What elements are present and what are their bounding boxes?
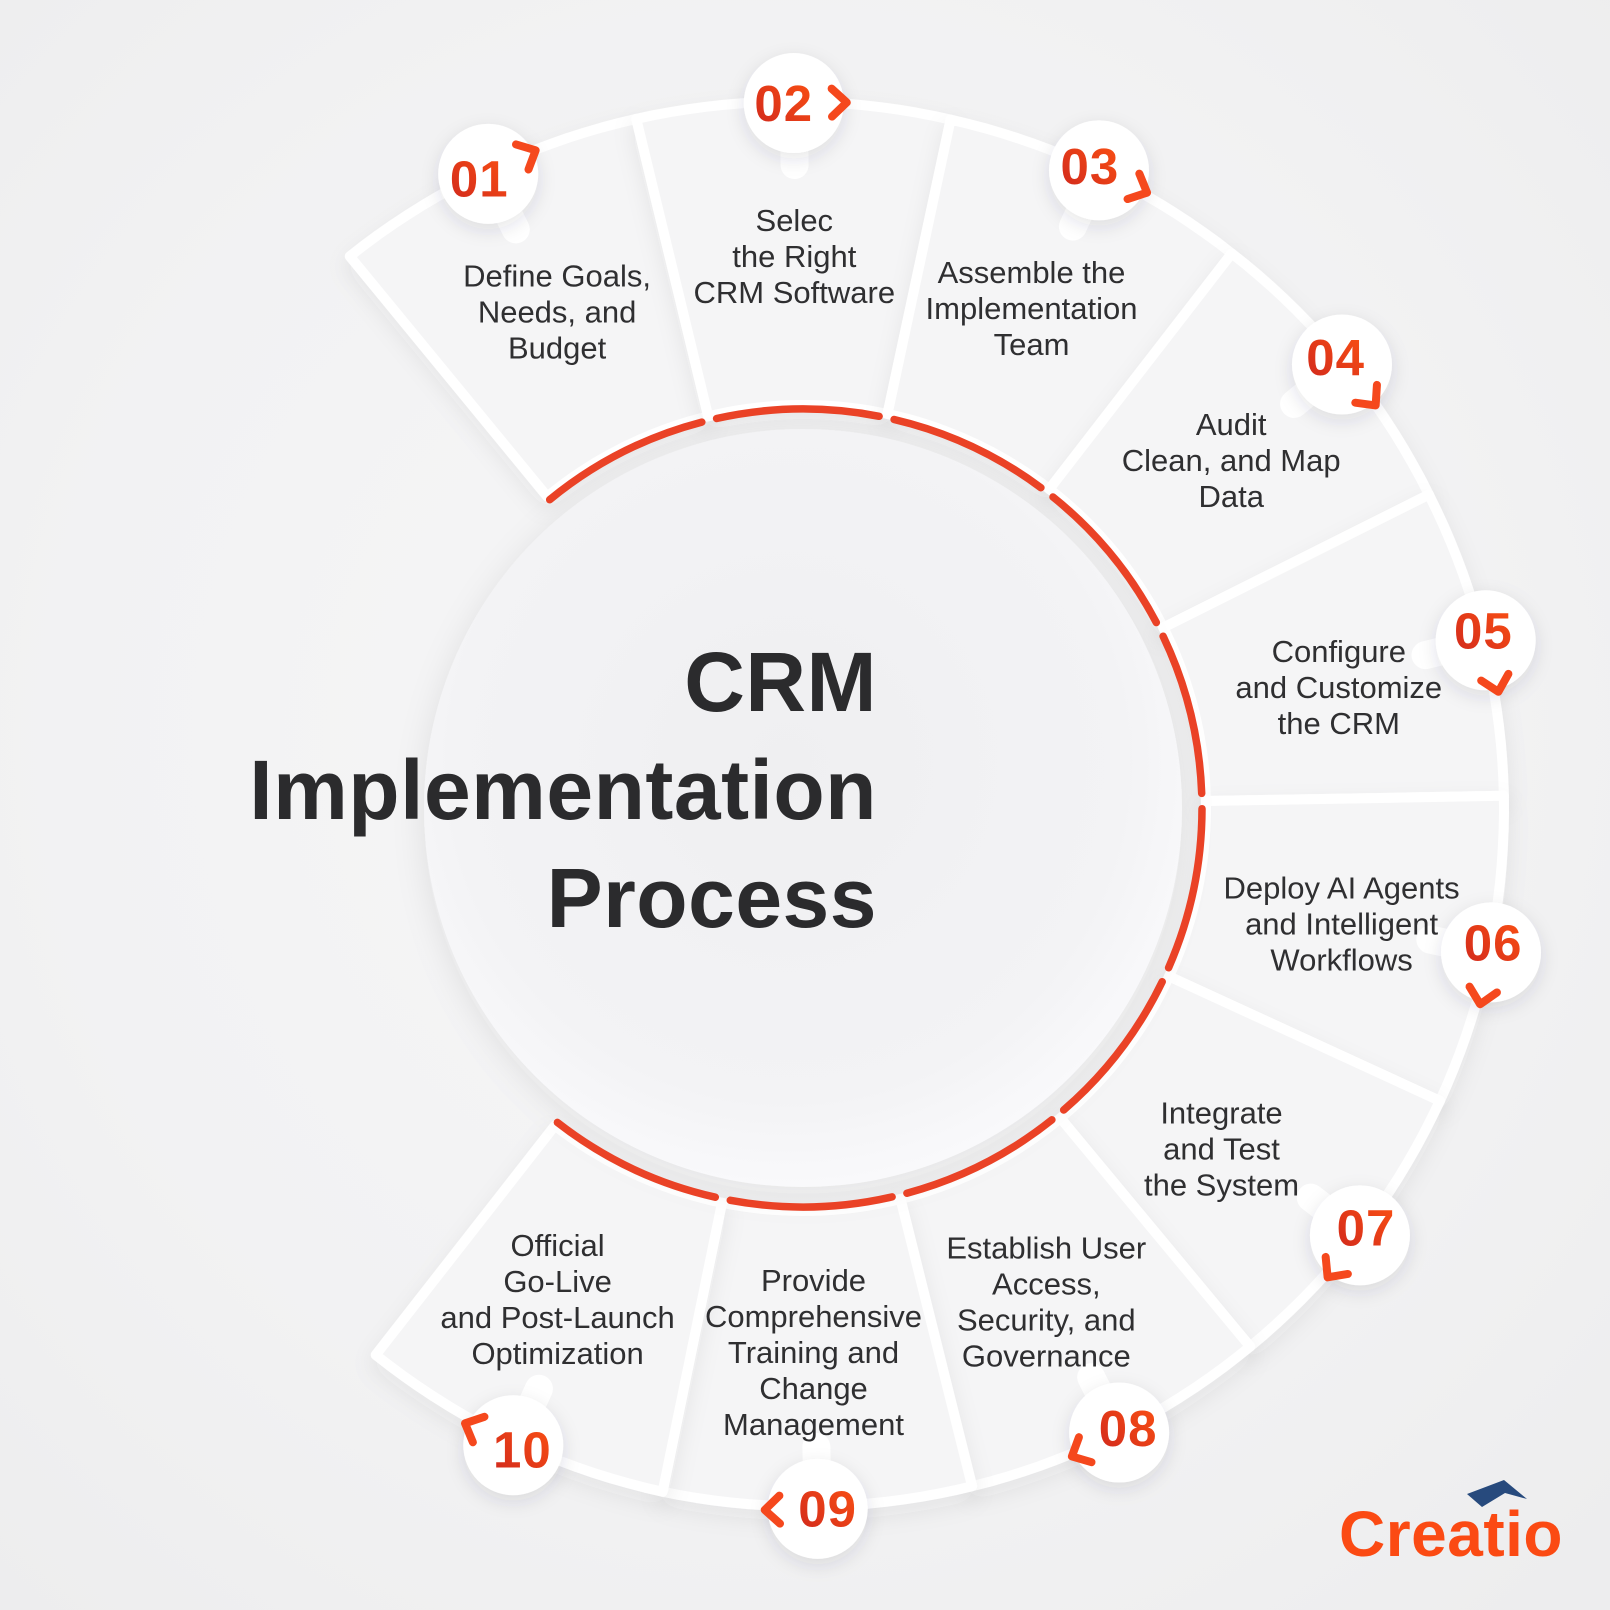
progress-arc-segment xyxy=(1164,804,1206,972)
step-label-line: Data xyxy=(1198,479,1264,514)
step-label-line: Go-Live xyxy=(503,1264,612,1299)
page-title: CRM Implementation Process xyxy=(249,628,877,952)
badge-blob-03 xyxy=(1048,120,1149,221)
step-label-line: Security, and xyxy=(957,1302,1136,1337)
step-label-line: Management xyxy=(723,1407,904,1442)
badge-blob-06 xyxy=(1441,902,1542,1003)
flow-chevron-icon xyxy=(1321,1252,1352,1282)
step-number: 07 xyxy=(1337,1199,1396,1256)
badge-blob-02 xyxy=(743,53,844,154)
step-number: 09 xyxy=(798,1481,857,1538)
step-label-line: and Intelligent xyxy=(1245,906,1438,941)
step-number-badges: 01 02 03 04 05 06 07 08 09 10 xyxy=(438,53,1542,1559)
flow-chevron-icon xyxy=(1351,380,1381,410)
progress-arc-segment xyxy=(1049,493,1161,627)
step-label-line: Integrate xyxy=(1160,1095,1282,1130)
flow-chevron-icon xyxy=(461,1412,489,1447)
flow-chevron-icon xyxy=(827,84,851,121)
step-label-line: Define Goals, xyxy=(463,259,651,294)
step-label-line: Official xyxy=(511,1228,605,1263)
creatio-arrow-icon xyxy=(1467,1480,1527,1507)
step-label-line: Comprehensive xyxy=(705,1299,922,1334)
step-label-line: Team xyxy=(994,327,1070,362)
center-disk xyxy=(424,429,1182,1187)
step-label-line: Budget xyxy=(508,331,607,366)
badge-blob-08 xyxy=(1069,1382,1170,1483)
step-label-line: the System xyxy=(1144,1167,1299,1202)
step-label-line: and Customize xyxy=(1235,670,1442,705)
step-number: 05 xyxy=(1454,603,1513,660)
step-label-line: the CRM xyxy=(1278,706,1400,741)
badge-blob-07 xyxy=(1309,1185,1410,1286)
step-label-line: and Test xyxy=(1163,1131,1280,1166)
step-label-line: and Post-Launch xyxy=(440,1300,674,1335)
step-number: 02 xyxy=(754,75,813,132)
step-number: 10 xyxy=(493,1421,552,1478)
progress-arc-segment xyxy=(903,1116,1056,1197)
step-number: 01 xyxy=(450,150,509,207)
creatio-logo-text: Creatio xyxy=(1339,1498,1563,1570)
step-label-line: the Right xyxy=(732,239,856,274)
flow-chevron-icon xyxy=(1465,982,1501,1009)
progress-arc-segment xyxy=(890,415,1045,492)
flow-chevron-icon xyxy=(1123,169,1152,204)
step-label-line: Training and xyxy=(728,1335,899,1370)
progress-arc-segment xyxy=(726,1193,896,1211)
title-line-1: CRM xyxy=(684,635,877,729)
step-label-line: Establish User xyxy=(946,1230,1146,1265)
step-label-line: Configure xyxy=(1272,634,1406,669)
progress-arc-segment xyxy=(1159,632,1206,798)
flow-chevron-icon xyxy=(512,140,540,174)
progress-arc-segment xyxy=(553,1118,720,1201)
step-label-line: Access, xyxy=(992,1266,1101,1301)
step-number: 03 xyxy=(1061,138,1120,195)
progress-arc-segment xyxy=(1059,977,1166,1114)
progress-arc-segment xyxy=(712,405,883,423)
step-label-line: Assemble the xyxy=(938,255,1126,290)
step-number: 08 xyxy=(1099,1400,1158,1457)
step-number: 06 xyxy=(1464,915,1523,972)
step-label-line: Implementation xyxy=(926,291,1138,326)
flow-chevron-icon xyxy=(1067,1433,1096,1467)
step-label-line: Change xyxy=(759,1371,868,1406)
step-label-line: Selec xyxy=(756,203,834,238)
badge-blob-10 xyxy=(463,1395,564,1496)
step-label-line: Provide xyxy=(761,1263,866,1298)
step-label-line: Workflows xyxy=(1270,942,1412,977)
creatio-logo: Creatio xyxy=(1339,1480,1563,1572)
badge-blob-01 xyxy=(438,123,539,224)
step-label-line: CRM Software xyxy=(694,275,896,310)
step-label-line: Needs, and xyxy=(478,295,637,330)
inner-progress-arc xyxy=(545,405,1206,1211)
title-line-2: Implementation xyxy=(249,743,877,837)
title-line-3: Process xyxy=(546,851,877,945)
step-label-line: Clean, and Map xyxy=(1122,443,1341,478)
step-label-line: Deploy AI Agents xyxy=(1224,870,1460,905)
badge-blob-09 xyxy=(767,1458,868,1559)
badge-blob-05 xyxy=(1435,590,1536,691)
step-label-line: Optimization xyxy=(471,1336,643,1371)
step-label-line: Audit xyxy=(1196,407,1267,442)
step-number: 04 xyxy=(1306,329,1365,386)
flow-chevron-icon xyxy=(1477,669,1513,696)
progress-arc-segment xyxy=(545,418,706,504)
step-label-line: Governance xyxy=(962,1338,1131,1373)
badge-blob-04 xyxy=(1291,314,1392,415)
step-wedges xyxy=(344,96,1509,1512)
flow-chevron-icon xyxy=(760,1491,784,1528)
